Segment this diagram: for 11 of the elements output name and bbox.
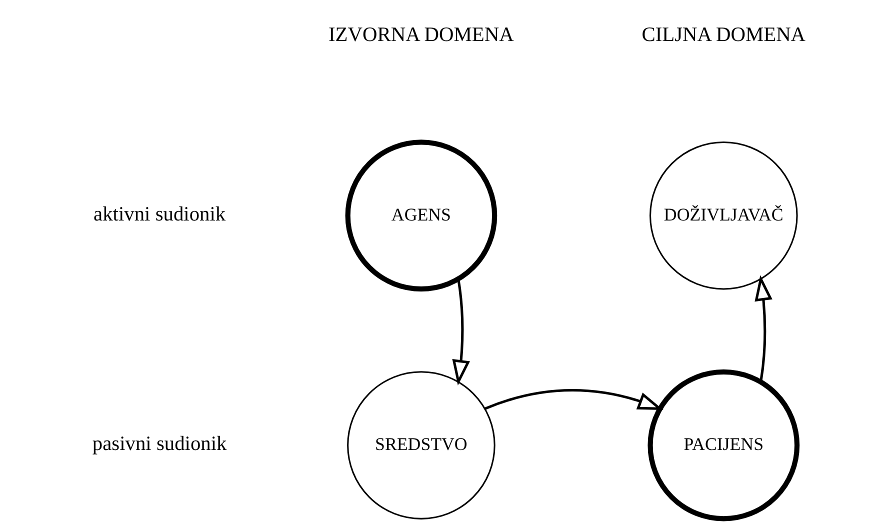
arrow [452, 278, 470, 386]
label: pasivni sudionik [92, 433, 227, 456]
node-circle: DOŽIVLJAVAČ [650, 141, 798, 290]
node-circle: SREDSTVO [347, 371, 496, 520]
label: IZVORNA DOMENA [328, 24, 514, 46]
node-circle: AGENS [345, 140, 498, 292]
label: aktivni sudionik [94, 203, 226, 226]
node-circle: PACIJENS [648, 369, 800, 522]
arrow [484, 389, 664, 410]
label: CILJNA DOMENA [642, 24, 806, 46]
arrow [754, 275, 772, 382]
